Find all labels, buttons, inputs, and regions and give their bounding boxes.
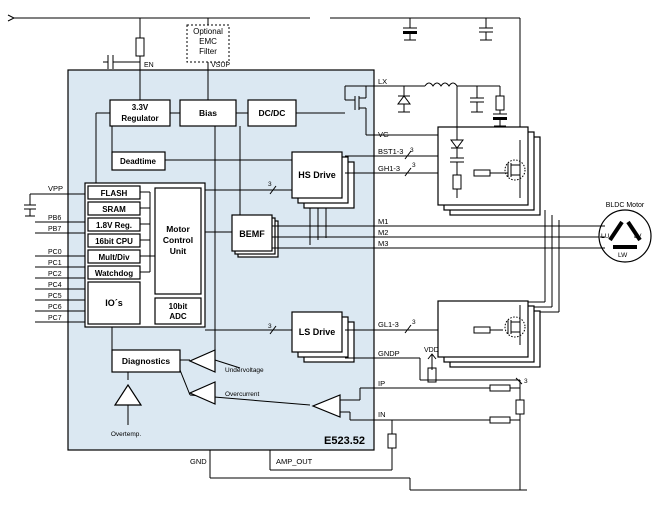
pin-en: EN [144,62,154,69]
pin-bst: BST1-3 [378,147,403,156]
emc-label-2: EMC [199,37,217,46]
ls-drive-label: LS Drive [299,327,336,337]
gl-bus-width: 3 [412,319,416,326]
overcurrent-comparator [188,381,216,405]
watchdog-label: Watchdog [95,269,133,278]
dcdc-block [247,99,297,127]
pin-lx: LX [378,77,387,86]
pin-pc5: PC5 [48,293,62,300]
mcu-label-2: Control [163,235,193,245]
overtemp-label: Overtemp. [111,431,142,438]
mcu-label-1: Motor [166,224,190,234]
pin-vdd: VDD [424,347,439,354]
bemf-block [231,214,273,252]
pin-pb6: PB6 [48,215,61,222]
pin-m2: M2 [378,228,388,237]
regulator-label-1: 3.3V [132,103,149,112]
motor-phase-lv: LV [634,233,642,240]
mcu-label-3: Unit [170,246,187,256]
hs-drive-block [291,151,343,199]
diagnostics-block [111,349,181,373]
internal-wiring [95,70,345,406]
flash-label: FLASH [101,189,128,198]
dcdc-label: DC/DC [259,108,286,118]
pin-gndp: GNDP [378,349,400,358]
pin-pc2: PC2 [48,271,62,278]
right-pins: LX VG BST1-3 3 [190,77,600,491]
ls-drive-block [291,311,343,353]
adc-label-1: 10bit [169,302,188,311]
emc-filter-box [186,24,230,63]
pin-pc4: PC4 [48,282,62,289]
ip-bus-width: 3 [524,378,528,385]
pin-ip: IP [378,379,385,388]
hs-bus-width: 3 [268,181,272,188]
pin-pb7: PB7 [48,226,61,233]
pin-pc7: PC7 [48,315,62,322]
motor-housing [598,209,652,263]
ios-block [87,281,141,325]
pin-gl: GL1-3 [378,320,399,329]
bias-label: Bias [199,108,217,118]
pin-pc6: PC6 [48,304,62,311]
undervoltage-label: Undervoltage [225,367,264,374]
pin-gh: GH1-3 [378,164,400,173]
pin-m3: M3 [378,239,388,248]
bridge-motor-links [528,210,560,313]
diagnostics-label: Diagnostics [122,356,170,366]
emc-label-3: Filter [199,47,217,56]
adc-block [154,297,202,325]
cpu-label: 16bit CPU [95,237,133,246]
undervoltage-comparator [188,349,216,373]
high-side-bridge [437,126,541,216]
regulator-label-2: Regulator [121,114,158,123]
deadtime-block [111,151,166,171]
deadtime-label: Deadtime [120,157,157,166]
reg18-label: 1.8V Reg. [96,221,132,230]
bemf-label: BEMF [239,229,265,239]
chip-name: E523.52 [324,435,365,447]
supply-wiring [7,14,521,140]
pin-pc1: PC1 [48,260,62,267]
pin-pc0: PC0 [48,249,62,256]
gh-bus-width: 3 [412,162,416,169]
pin-amp-out: AMP_OUT [276,457,313,466]
emc-label-1: Optional [193,27,223,36]
pin-in: IN [378,410,386,419]
pin-m1: M1 [378,217,388,226]
motor-phase-lw: LW [618,252,628,259]
adc-label-2: ADC [169,312,187,321]
bias-block [179,99,237,127]
hs-drive-label: HS Drive [298,170,336,180]
ios-label: IO´s [105,298,123,308]
bldc-motor: BLDC Motor LU LV LW [598,202,652,263]
low-side-bridge [437,300,541,368]
left-pins: VPP PB6 PB7 PC0 PC1 PC2 PC4 PC5 PC6 PC7 [24,184,85,323]
current-amplifier [311,394,341,418]
motor-phase-lu: LU [601,233,610,240]
ls-bus-width: 3 [268,323,272,330]
motor-control-unit [154,187,202,295]
multdiv-label: Mult/Div [98,253,130,262]
sram-label: SRAM [102,205,126,214]
pin-gnd: GND [190,457,207,466]
bst-bus-width: 3 [410,147,414,154]
overcurrent-label: Overcurrent [225,391,260,398]
regulator-block [109,99,171,127]
pin-vpp: VPP [48,184,63,193]
pin-vsup: VSUP [211,62,230,69]
motor-title: BLDC Motor [606,202,645,209]
